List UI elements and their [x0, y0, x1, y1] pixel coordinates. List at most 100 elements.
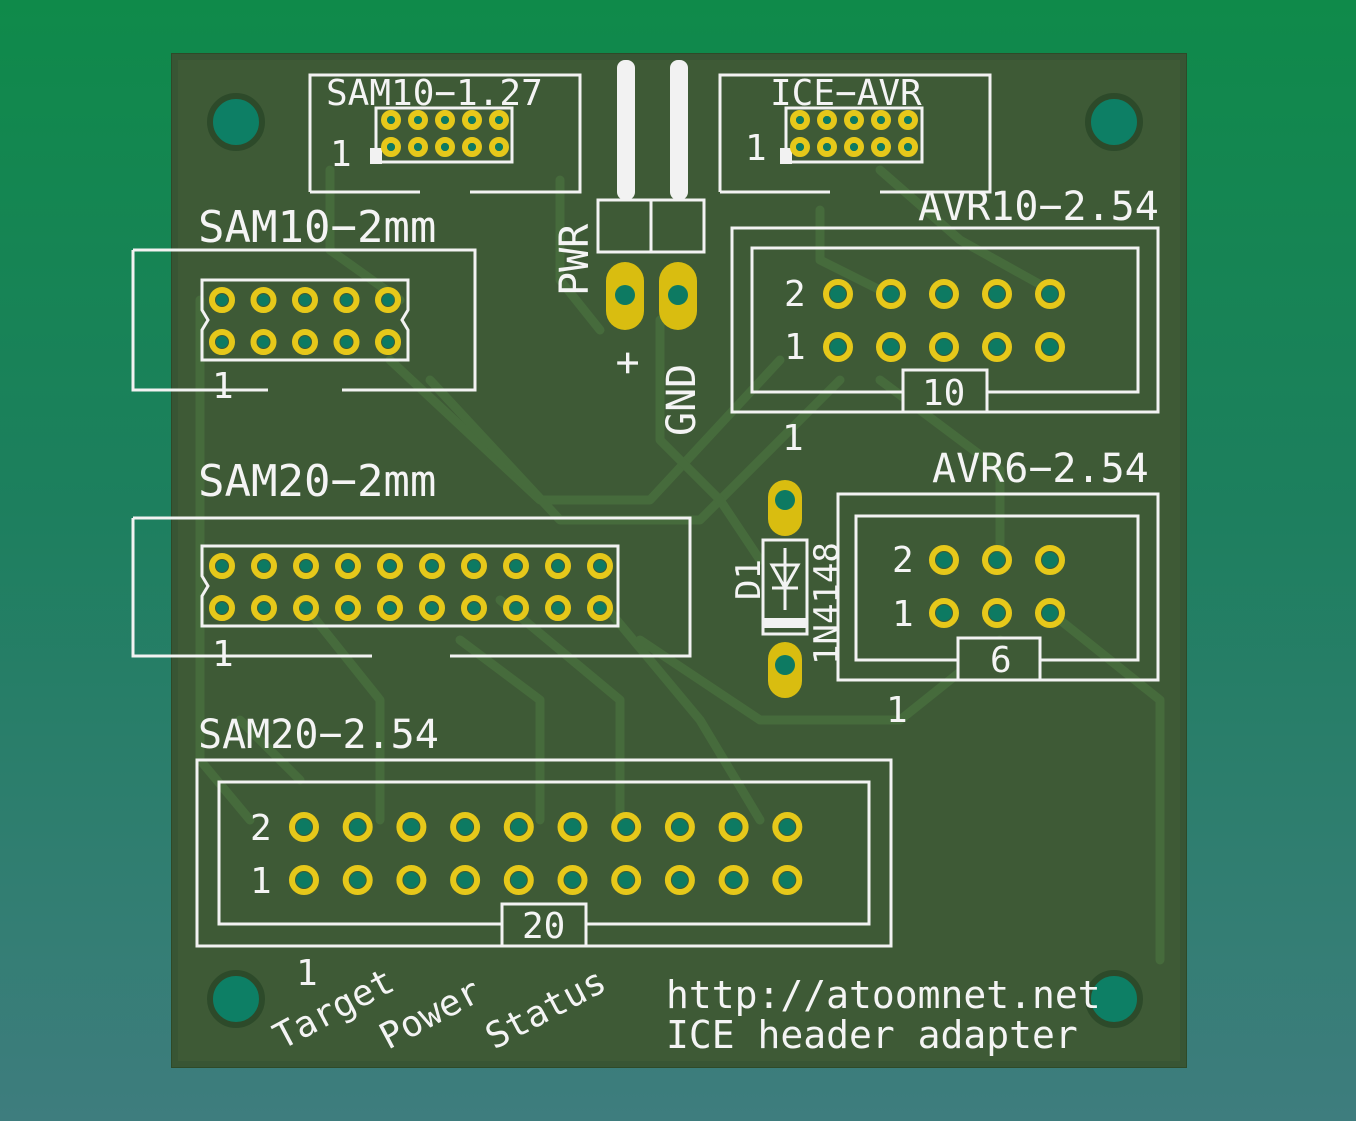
- avr6-row2-label: 2: [892, 540, 914, 581]
- pin-drill: [510, 872, 527, 888]
- pin-pad: [333, 287, 360, 313]
- pin-pad: [929, 279, 959, 309]
- avr10-254-label: AVR10−2.54: [918, 184, 1159, 230]
- pin-drill: [552, 560, 564, 572]
- avr6-pin-count: 6: [990, 640, 1012, 681]
- pin-drill: [823, 116, 831, 124]
- pin-drill: [382, 336, 394, 348]
- power-label: PWR: [552, 223, 598, 296]
- sam20-254-row1-label: 1: [250, 861, 272, 902]
- pin-pad: [718, 812, 749, 842]
- pin-drill: [299, 336, 311, 348]
- pin-drill: [300, 602, 312, 614]
- pin-pad: [289, 865, 319, 895]
- pin-drill: [671, 819, 688, 835]
- pin-drill: [216, 602, 228, 614]
- pin-drill: [216, 560, 228, 572]
- sam10-2mm-label: SAM10−2mm: [198, 202, 436, 253]
- diode-d1: D1 1N4148: [729, 480, 847, 698]
- pin-drill: [299, 294, 311, 306]
- pin-pad: [461, 553, 487, 579]
- pin-pad: [461, 595, 487, 621]
- ice-avr-label: ICE−AVR: [770, 73, 922, 114]
- pin-drill: [779, 819, 796, 835]
- mounting-hole: [1085, 93, 1143, 151]
- pin-pad: [557, 812, 588, 842]
- pin-drill: [877, 143, 885, 151]
- pin-pad: [396, 812, 427, 842]
- pin-pad: [664, 812, 695, 842]
- pin-pad: [545, 595, 571, 621]
- pin-pad: [489, 137, 509, 157]
- pin-drill: [340, 294, 353, 306]
- pin-drill: [564, 819, 581, 835]
- pin-drill: [257, 336, 270, 348]
- pin-pad: [557, 865, 588, 895]
- pin-drill: [300, 560, 312, 572]
- pin-pad: [209, 553, 235, 579]
- pin-pad: [292, 329, 318, 355]
- footer: http://atoomnet.net ICE header adapter: [666, 973, 1101, 1057]
- pin-drill: [618, 872, 635, 888]
- pin-drill: [457, 819, 474, 835]
- pin-drill: [796, 116, 804, 124]
- pin-pad: [377, 553, 403, 579]
- pin-drill: [671, 872, 688, 888]
- sam20-2mm-pin1-label: 1: [212, 634, 234, 675]
- sam10-2mm-connector: SAM10−2mm 1: [131, 202, 477, 407]
- avr10-254-connector: AVR10−2.54 2 1 10 1: [730, 184, 1160, 459]
- pin-pad: [1035, 598, 1065, 628]
- pin-drill: [258, 560, 270, 572]
- pin-pad: [503, 812, 534, 842]
- sam10-2mm-pin1-label: 1: [212, 366, 234, 407]
- pin-pad: [333, 329, 360, 355]
- pin-pad: [871, 110, 891, 130]
- pin-pad: [1035, 332, 1065, 362]
- mounting-holes: [207, 93, 1143, 1028]
- pin-drill: [495, 116, 503, 124]
- pin-pad: [982, 332, 1012, 362]
- pin-drill: [989, 552, 1005, 568]
- pin-pad: [435, 137, 455, 157]
- pin-pad: [250, 329, 277, 355]
- pin-drill: [468, 143, 476, 151]
- led-labels: Target Power Status: [267, 961, 613, 1058]
- pin-pad: [898, 110, 918, 130]
- pin-pad: [1035, 545, 1065, 575]
- pin-pad: [289, 812, 319, 842]
- pin-pad: [929, 598, 959, 628]
- pin-drill: [216, 294, 228, 306]
- pin-pad: [611, 865, 642, 895]
- pin-pad: [982, 545, 1012, 575]
- pin-drill: [594, 560, 606, 572]
- pin-pad: [292, 287, 318, 313]
- pin-drill: [618, 819, 635, 835]
- pin-drill: [468, 560, 480, 572]
- sam20-254-pin1-label: 1: [296, 953, 318, 994]
- ice-avr-pin1-label: 1: [745, 128, 767, 169]
- pin-pad: [408, 137, 428, 157]
- pin-drill: [823, 143, 831, 151]
- pin-pad: [503, 595, 529, 621]
- pin-drill: [414, 143, 422, 151]
- pin-drill: [384, 560, 396, 572]
- pin-pad: [772, 812, 803, 842]
- pin-pad: [871, 137, 891, 157]
- pin-drill: [510, 560, 522, 572]
- pin-drill: [296, 872, 312, 888]
- pin-pad: [462, 110, 482, 130]
- pin-drill: [850, 143, 858, 151]
- pin-pad: [342, 812, 373, 842]
- pin-drill: [441, 116, 449, 124]
- pin-pad: [823, 279, 853, 309]
- pin-pad: [408, 110, 428, 130]
- pin-pad: [251, 595, 277, 621]
- pin-pad: [462, 137, 482, 157]
- power-gnd-label: GND: [659, 364, 705, 436]
- pin-drill: [877, 116, 885, 124]
- pin-drill: [387, 143, 395, 151]
- pin-pad: [844, 110, 864, 130]
- pin-drill: [904, 116, 912, 124]
- pin-drill: [830, 286, 846, 302]
- pin-drill: [989, 286, 1005, 302]
